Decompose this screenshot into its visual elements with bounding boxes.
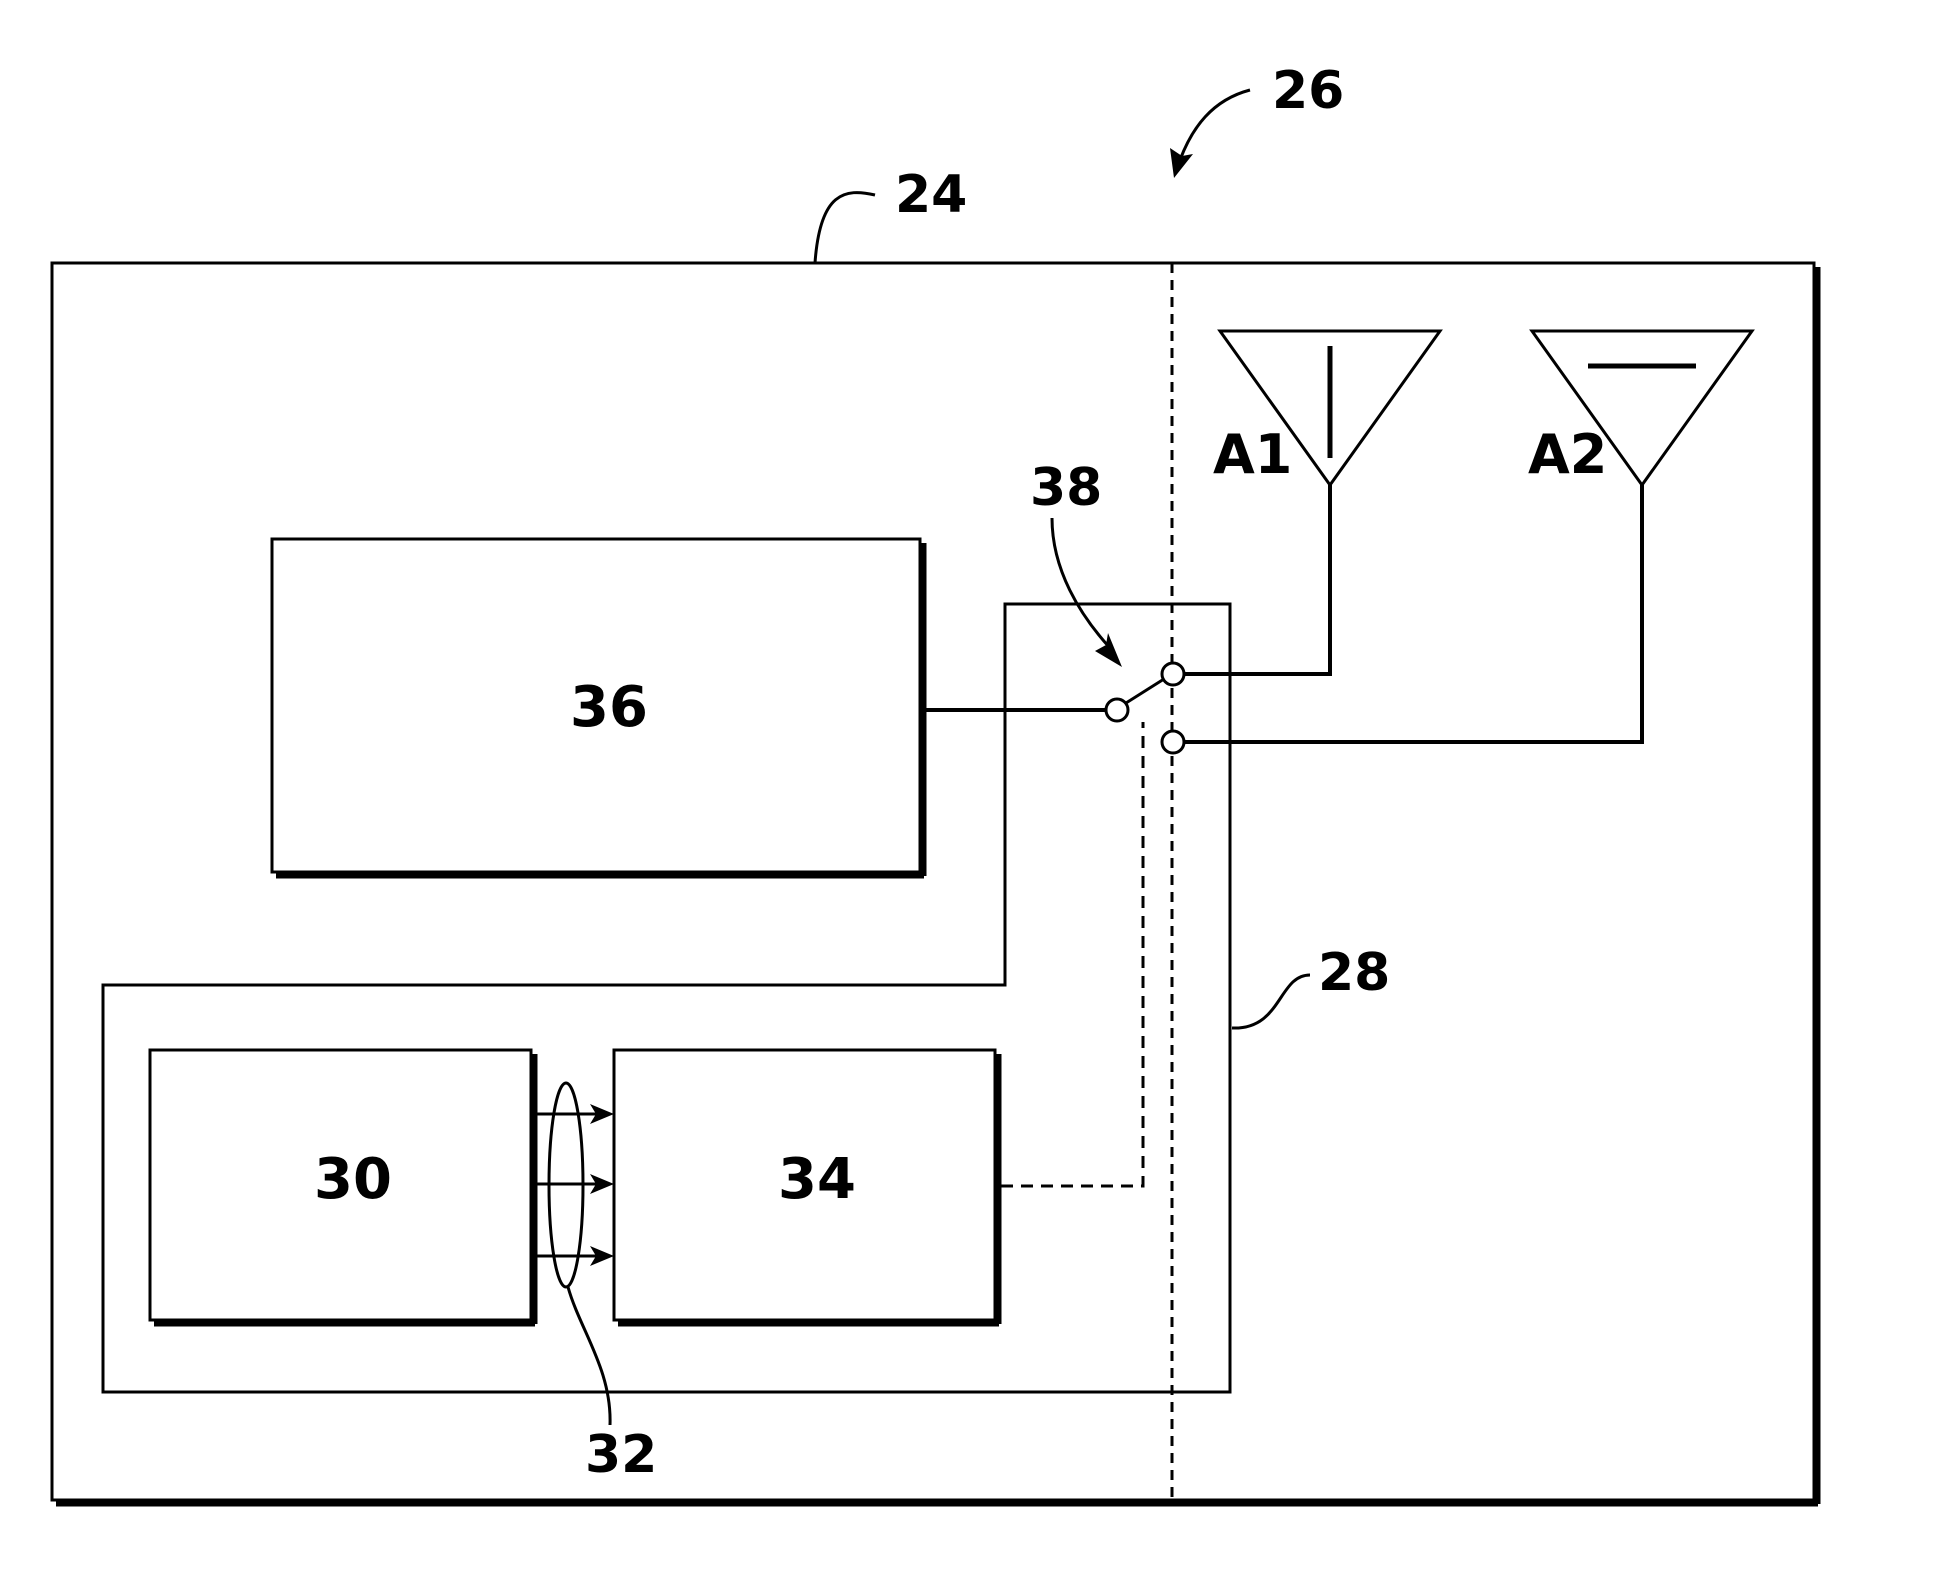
label-ref-28: 28	[1318, 943, 1390, 1003]
label-block-30: 30	[314, 1147, 392, 1212]
label-antenna-a2: A2	[1528, 423, 1607, 486]
label-block-34: 34	[778, 1147, 856, 1212]
leader-24	[815, 193, 875, 263]
label-ref-38: 38	[1030, 458, 1102, 518]
label-ref-26: 26	[1272, 61, 1344, 121]
feed-line-a1	[1184, 485, 1330, 674]
switch-control-line	[1001, 722, 1143, 1186]
label-ref-32: 32	[585, 1425, 657, 1485]
label-antenna-a1: A1	[1213, 423, 1292, 486]
leader-38-arrowhead	[1095, 633, 1122, 667]
leader-38	[1052, 518, 1110, 648]
leader-28	[1232, 975, 1310, 1028]
feed-line-a2	[1184, 485, 1642, 742]
leader-32	[568, 1287, 610, 1425]
label-ref-24: 24	[895, 165, 967, 225]
leader-26	[1180, 90, 1250, 160]
label-block-36: 36	[570, 675, 648, 740]
